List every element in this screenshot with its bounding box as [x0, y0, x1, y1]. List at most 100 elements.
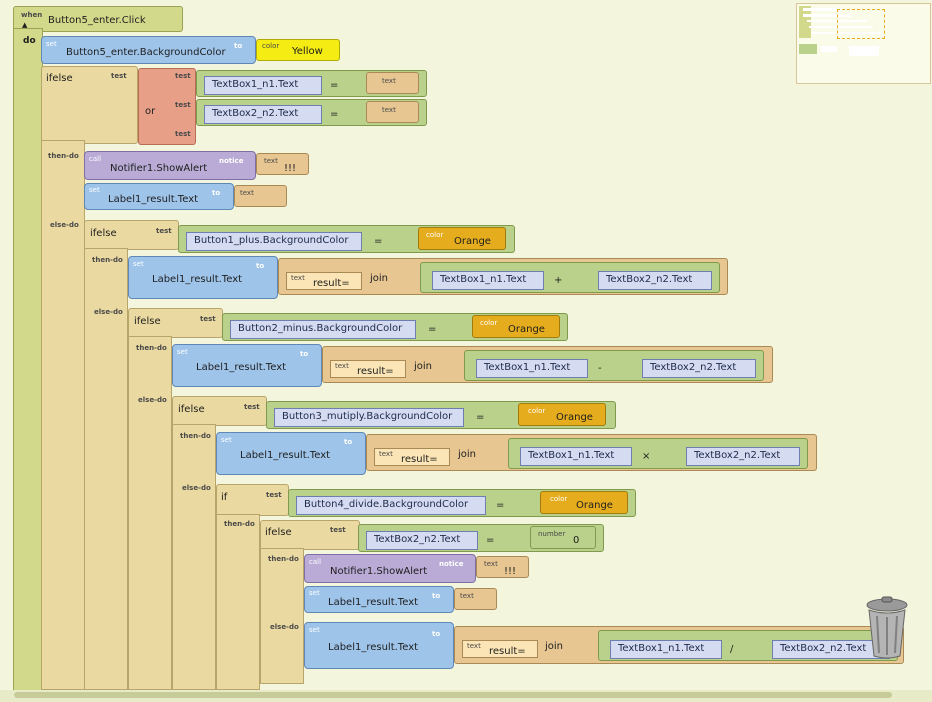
to-label: to: [300, 350, 309, 358]
orange-color-block[interactable]: [418, 227, 506, 250]
textbox1-getter[interactable]: TextBox1_n1.Text: [610, 640, 722, 659]
notifier-call-block[interactable]: [84, 151, 256, 180]
ifelse-block-2[interactable]: [84, 220, 179, 250]
equals-operator: =: [496, 500, 505, 511]
set-label: set: [309, 589, 320, 597]
ifelse-block-5[interactable]: [260, 520, 360, 550]
join-label: join: [545, 641, 564, 652]
test-label: test: [175, 72, 191, 80]
textbox2-getter[interactable]: TextBox2_n2.Text: [366, 531, 478, 550]
textbox1-getter[interactable]: TextBox1_n1.Text: [204, 76, 322, 95]
orange-color-block[interactable]: [518, 403, 606, 426]
notifier-call-block[interactable]: [304, 554, 476, 583]
number-value: 0: [573, 535, 580, 546]
or-block[interactable]: [138, 68, 196, 145]
color-label: color: [262, 42, 280, 50]
text-block[interactable]: [234, 185, 287, 207]
orange-color-block[interactable]: [472, 315, 560, 338]
set-label: set: [46, 40, 57, 48]
set-label-result-block[interactable]: [216, 432, 366, 475]
workspace-minimap[interactable]: [796, 3, 931, 84]
textbox1-getter[interactable]: TextBox1_n1.Text: [520, 447, 632, 466]
call-label: call: [309, 558, 322, 566]
text-label: text: [379, 450, 393, 458]
equals-operator: =: [476, 412, 485, 423]
text-block[interactable]: [366, 72, 419, 94]
set-button5-bg-block[interactable]: [41, 36, 256, 64]
result-text: result=: [357, 366, 394, 377]
button2-bg-getter[interactable]: Button2_minus.BackgroundColor: [230, 320, 416, 339]
join-label: join: [370, 273, 389, 284]
text-block[interactable]: [256, 153, 309, 175]
equals-operator: =: [428, 324, 437, 335]
ifelse-label: ifelse: [46, 73, 73, 84]
then-do-label: then-do: [180, 432, 211, 440]
to-label: to: [212, 189, 221, 197]
ifelse-block-5-body: [260, 548, 304, 684]
then-do-label: then-do: [268, 555, 299, 563]
set-label-result-block[interactable]: [304, 622, 454, 669]
ifelse-label: ifelse: [134, 316, 161, 327]
set-label-result-block[interactable]: [172, 344, 322, 387]
text-slot[interactable]: [286, 272, 362, 290]
yellow-color-block[interactable]: [256, 39, 340, 61]
scrollbar-thumb[interactable]: [14, 692, 892, 698]
button4-bg-getter[interactable]: Button4_divide.BackgroundColor: [296, 496, 486, 515]
event-block[interactable]: [13, 6, 183, 32]
textbox2-getter[interactable]: TextBox2_n2.Text: [686, 447, 800, 466]
text-slot[interactable]: [330, 360, 406, 378]
number-block[interactable]: [530, 526, 596, 549]
set-label-result-block[interactable]: [304, 586, 454, 613]
set-label: set: [221, 436, 232, 444]
text-label: text: [291, 274, 305, 282]
textbox2-getter[interactable]: TextBox2_n2.Text: [204, 105, 322, 124]
test-label: test: [244, 403, 260, 411]
textbox2-getter[interactable]: TextBox2_n2.Text: [598, 271, 712, 290]
set-label-result-block[interactable]: [128, 256, 278, 299]
label-result: Label1_result.Text: [328, 642, 419, 653]
else-do-label: else-do: [94, 308, 123, 316]
textbox1-getter[interactable]: TextBox1_n1.Text: [432, 271, 544, 290]
ifelse-label: ifelse: [265, 527, 292, 538]
trash-can-icon[interactable]: [864, 596, 910, 660]
if-block-body: [216, 514, 260, 690]
result-text: result=: [489, 646, 526, 657]
text-label: text: [264, 157, 278, 165]
label-result: Label1_result.Text: [108, 194, 199, 205]
text-block[interactable]: [476, 556, 529, 578]
ifelse-block-4[interactable]: [172, 396, 267, 426]
text-slot[interactable]: [374, 448, 450, 466]
text-block[interactable]: [454, 588, 497, 610]
ifelse-block-1-body: [41, 140, 85, 690]
set-label: set: [177, 348, 188, 356]
text-value: !!!: [504, 566, 517, 577]
text-label: text: [467, 642, 481, 650]
else-do-label: else-do: [50, 221, 79, 229]
orange-value: Orange: [508, 324, 545, 335]
set-label-result-block[interactable]: [84, 183, 234, 210]
to-label: to: [256, 262, 265, 270]
test-label: test: [200, 315, 216, 323]
textbox2-getter[interactable]: TextBox2_n2.Text: [642, 359, 756, 378]
ifelse-block-4-body: [172, 424, 216, 690]
text-label: text: [240, 189, 254, 197]
notice-label: notice: [439, 560, 464, 568]
text-block[interactable]: [366, 101, 419, 123]
event-block-body: [13, 28, 43, 693]
button1-bg-getter[interactable]: Button1_plus.BackgroundColor: [186, 232, 362, 251]
then-do-label: then-do: [48, 152, 79, 160]
ifelse-block-1[interactable]: [41, 66, 138, 144]
label-result: Label1_result.Text: [328, 597, 419, 608]
ifelse-block-3[interactable]: [128, 308, 223, 338]
textbox1-getter[interactable]: TextBox1_n1.Text: [476, 359, 588, 378]
button3-bg-getter[interactable]: Button3_mutiply.BackgroundColor: [274, 408, 464, 427]
then-do-label: then-do: [92, 256, 123, 264]
equals-operator: =: [374, 236, 383, 247]
orange-color-block[interactable]: [540, 491, 628, 514]
set-label: set: [309, 626, 320, 634]
text-slot[interactable]: [462, 640, 538, 658]
or-label: or: [145, 106, 156, 117]
equals-operator: =: [330, 109, 339, 120]
collapse-icon[interactable]: ▲: [22, 21, 28, 29]
